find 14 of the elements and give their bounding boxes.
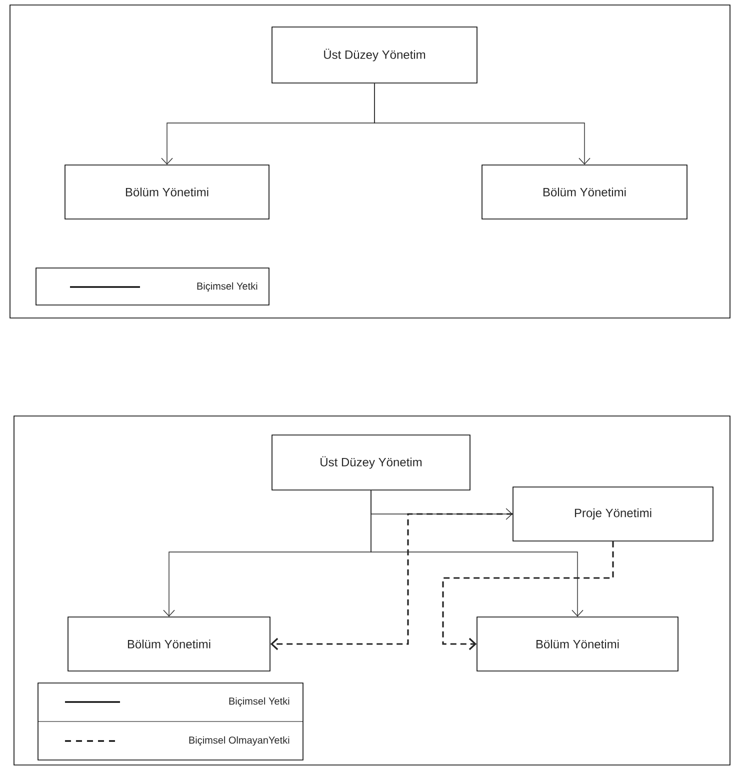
legend-entry: Biçimsel Yetki xyxy=(70,282,258,292)
process-box: Bölüm Yönetimi xyxy=(476,616,678,672)
process-box: Proje Yönetimi xyxy=(512,486,714,542)
arrow xyxy=(370,490,584,617)
process-box: Üst Düzey Yönetim xyxy=(272,26,478,84)
process-box: Üst Düzey Yönetim xyxy=(272,434,470,490)
arrow xyxy=(270,513,513,650)
process-box: Bölüm Yönetimi xyxy=(482,164,688,220)
arrow xyxy=(374,83,590,165)
legend-entry: Biçimsel OlmayanYetki xyxy=(65,736,290,746)
process-box: Bölüm Yönetimi xyxy=(64,164,270,220)
legend-entry: Biçimsel Yetki xyxy=(65,697,290,707)
arrow xyxy=(442,541,614,650)
process-box: Bölüm Yönetimi xyxy=(68,616,270,672)
